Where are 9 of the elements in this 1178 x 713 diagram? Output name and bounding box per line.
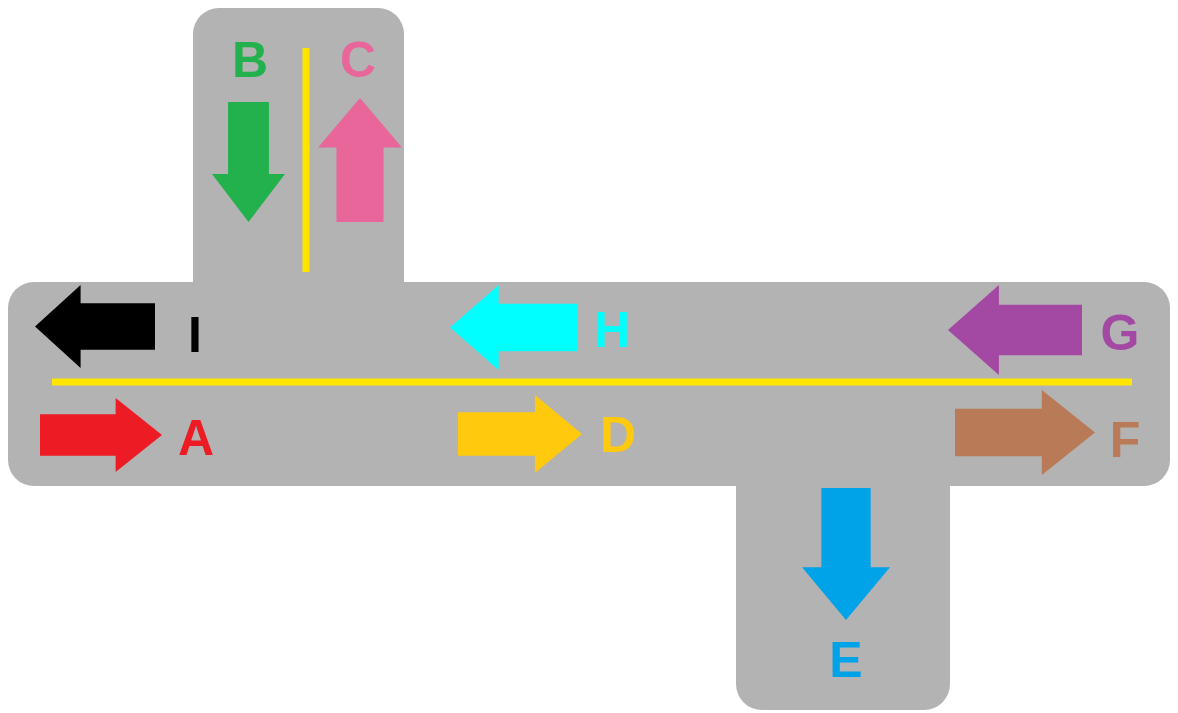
- lane-label: G: [1100, 308, 1140, 358]
- lane-label: B: [231, 35, 269, 85]
- lane-label: E: [829, 635, 863, 685]
- lane-label: H: [593, 305, 631, 355]
- lane-label: F: [1109, 415, 1141, 465]
- lane-label: D: [599, 410, 637, 460]
- lane-label: C: [339, 35, 377, 85]
- lane-label: I: [188, 310, 202, 360]
- lane-label: A: [177, 413, 215, 463]
